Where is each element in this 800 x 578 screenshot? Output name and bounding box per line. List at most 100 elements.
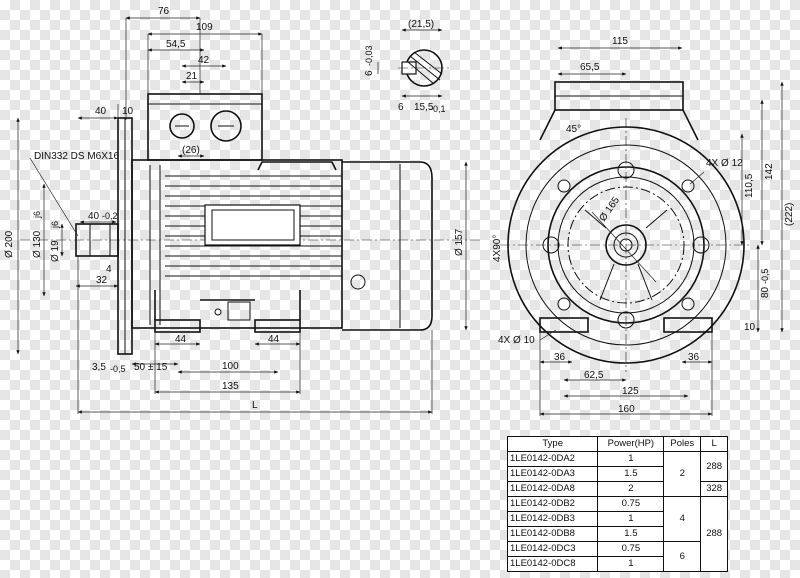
header-type: Type bbox=[506, 436, 599, 452]
dim-dia-200: Ø 200 bbox=[4, 230, 15, 258]
type-cell: 1LE0142-0DC8 bbox=[506, 556, 599, 572]
dim-15-5-tol: -0,1 bbox=[430, 104, 446, 114]
dim-15-5: 15,5 bbox=[414, 102, 434, 113]
dim-dia-157: Ø 157 bbox=[454, 228, 465, 256]
shaft-section-view: (21,5) 6 -0,03 6 15,5 -0,1 bbox=[364, 19, 450, 114]
dim-222: (222) bbox=[784, 203, 795, 226]
pattern-4x90: 4X90° bbox=[492, 235, 503, 262]
spec-table: Type Power(HP) Poles L 1LE0142-0DA2 1 2 … bbox=[506, 436, 728, 572]
spokes bbox=[584, 209, 668, 301]
dim-6-top-tol: -0,03 bbox=[364, 45, 374, 66]
poles-cell: 2 bbox=[663, 451, 702, 497]
header-poles: Poles bbox=[663, 436, 702, 452]
dim-dia-19-tol: j6 bbox=[50, 221, 60, 229]
dim-26: (26) bbox=[182, 145, 200, 156]
type-cell: 1LE0142-0DA3 bbox=[506, 466, 599, 482]
dim-36-right: 36 bbox=[688, 352, 700, 363]
dim-foot-left-44: 44 bbox=[175, 334, 187, 345]
type-cell: 1LE0142-0DB2 bbox=[506, 496, 599, 512]
table-row: 1LE0142-0DB2 0.75 4 288 bbox=[506, 496, 728, 572]
dim-shaft-40: 40 bbox=[88, 211, 100, 222]
side-view: 76 109 54,5 42 21 (26) 40 10 DIN332 DS M… bbox=[4, 6, 480, 414]
cable-gland-left bbox=[169, 113, 195, 139]
cable-gland-right bbox=[210, 110, 242, 142]
power-cell: 2 bbox=[597, 481, 665, 497]
table-row: 1LE0142-0DA2 1 2 288 bbox=[506, 451, 728, 497]
dim-21: 21 bbox=[186, 71, 198, 82]
dim-3-5-tol: -0,5 bbox=[110, 364, 126, 374]
dim-160: 160 bbox=[618, 404, 635, 415]
dim-dia-165: Ø 165 bbox=[597, 195, 622, 224]
dim-142: 142 bbox=[764, 163, 775, 180]
dim-80-tol: -0,5 bbox=[760, 268, 770, 284]
header-length: L bbox=[700, 436, 728, 452]
dim-foot-right-44: 44 bbox=[268, 334, 280, 345]
dim-40: 40 bbox=[95, 106, 107, 117]
dim-109: 109 bbox=[196, 22, 213, 33]
length-cell: 288 bbox=[700, 451, 728, 482]
dim-6-top: 6 bbox=[364, 70, 375, 76]
dim-dia-130-tol: j6 bbox=[32, 211, 42, 219]
dim-dia-19: Ø 19 bbox=[50, 240, 61, 262]
holes-4x-12: 4X Ø 12 bbox=[706, 158, 743, 169]
dim-135: 135 bbox=[222, 381, 239, 392]
dim-10-front: 10 bbox=[744, 322, 756, 333]
angle-45: 45° bbox=[566, 124, 581, 135]
dim-100: 100 bbox=[222, 361, 239, 372]
dim-50: 50 ± 15 bbox=[134, 362, 168, 373]
dim-32: 32 bbox=[96, 275, 108, 286]
type-cell: 1LE0142-0DB8 bbox=[506, 526, 599, 542]
length-cell: 328 bbox=[700, 481, 728, 497]
dim-shaft-40-tol: -0,2 bbox=[102, 211, 118, 221]
dim-54-5: 54,5 bbox=[166, 39, 186, 50]
dim-115: 115 bbox=[612, 36, 628, 47]
table-row: 1LE0142-0DA3 1.5 bbox=[506, 466, 728, 482]
length-cell: 288 bbox=[700, 496, 728, 572]
dim-3-5: 3,5 bbox=[92, 362, 106, 373]
type-cell: 1LE0142-0DC3 bbox=[506, 541, 599, 557]
dim-80: 80 bbox=[760, 286, 771, 298]
dim-125: 125 bbox=[622, 386, 639, 397]
nameplate bbox=[204, 204, 301, 246]
foot-holes-4x-10: 4X Ø 10 bbox=[498, 335, 535, 346]
terminal-box bbox=[147, 93, 263, 161]
dim-62-5: 62,5 bbox=[584, 370, 604, 381]
dim-110-5: 110,5 bbox=[744, 173, 755, 198]
drain-screw bbox=[350, 274, 366, 290]
type-cell: 1LE0142-0DB3 bbox=[506, 511, 599, 527]
front-foot-left bbox=[539, 317, 589, 333]
header-power: Power(HP) bbox=[597, 436, 665, 452]
dim-4: 4 bbox=[106, 264, 112, 275]
front-foot-right bbox=[663, 317, 713, 333]
lifting-eye bbox=[257, 161, 337, 171]
fan-cowl bbox=[342, 161, 433, 331]
table-row: 1LE0142-0DC3 0.75 6 bbox=[506, 541, 728, 572]
dim-42: 42 bbox=[198, 55, 210, 66]
table-row: 1LE0142-0DC8 1 bbox=[506, 556, 728, 572]
power-cell: 1 bbox=[597, 451, 665, 467]
power-cell: 1 bbox=[597, 556, 665, 572]
dim-76: 76 bbox=[158, 6, 170, 17]
power-cell: 0.75 bbox=[597, 496, 665, 512]
table-row: 1LE0142-0DA8 2 328 bbox=[506, 481, 728, 497]
poles-cell: 6 bbox=[663, 541, 702, 572]
power-cell: 1.5 bbox=[597, 526, 665, 542]
dim-21-5: (21,5) bbox=[408, 19, 434, 30]
front-view: 115 65,5 45° 4X Ø 12 Ø 165 4X90° 110,5 1… bbox=[492, 36, 795, 416]
type-cell: 1LE0142-0DA8 bbox=[506, 481, 599, 497]
table-row: 1LE0142-0DB8 1.5 bbox=[506, 526, 728, 542]
dim-10: 10 bbox=[122, 106, 134, 117]
spec-table-header: Type Power(HP) Poles L bbox=[506, 436, 728, 452]
poles-cell: 4 bbox=[663, 496, 702, 542]
power-cell: 0.75 bbox=[597, 541, 665, 557]
type-cell: 1LE0142-0DA2 bbox=[506, 451, 599, 467]
power-cell: 1.5 bbox=[597, 466, 665, 482]
dim-L: L bbox=[252, 400, 258, 411]
dim-6-side: 6 bbox=[398, 102, 404, 113]
thread-note: DIN332 DS M6X16 bbox=[34, 151, 119, 162]
motor-feet bbox=[154, 290, 301, 333]
dim-65-5: 65,5 bbox=[580, 62, 600, 73]
power-cell: 1 bbox=[597, 511, 665, 527]
dim-36-left: 36 bbox=[554, 352, 566, 363]
